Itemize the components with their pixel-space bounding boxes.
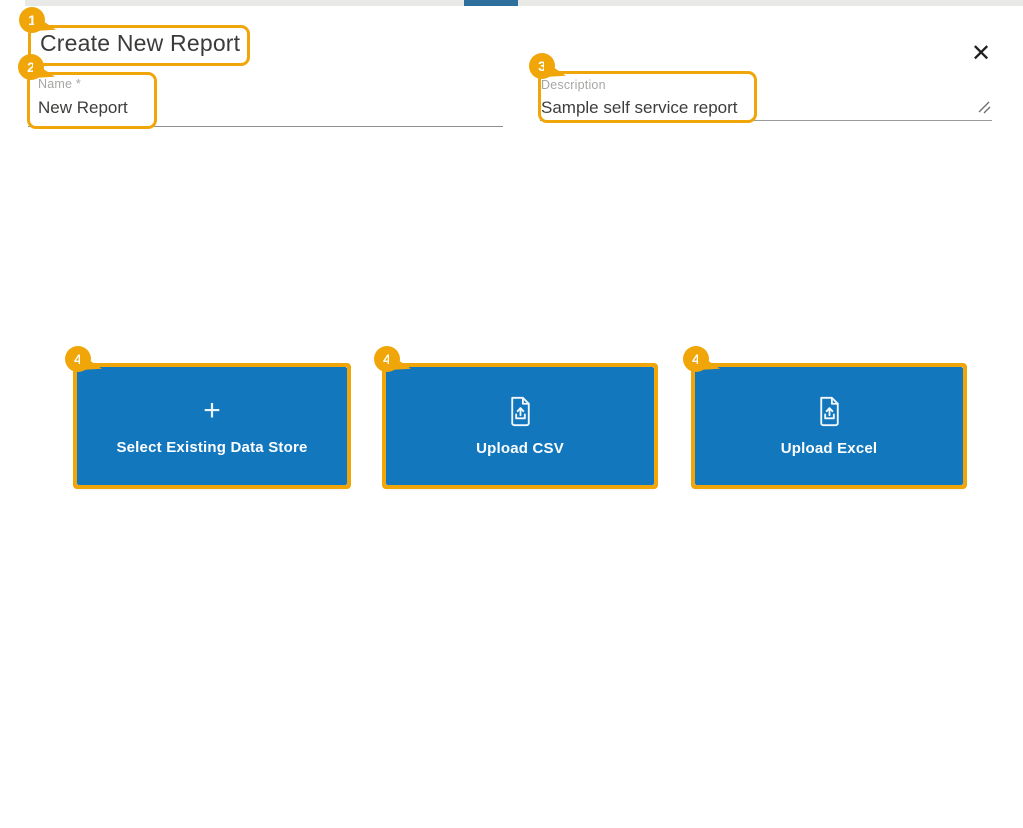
description-input[interactable]: Sample self service report bbox=[541, 98, 738, 117]
page-top-bar bbox=[25, 0, 1023, 6]
upload-csv-button[interactable]: Upload CSV bbox=[386, 367, 654, 485]
select-existing-data-store-button[interactable]: + Select Existing Data Store bbox=[77, 367, 347, 485]
annotation-badge: 3 bbox=[529, 53, 555, 79]
dialog-title: Create New Report bbox=[40, 30, 241, 56]
close-icon[interactable]: ✕ bbox=[964, 36, 998, 70]
description-input-underline bbox=[540, 120, 992, 121]
description-field-label: Description bbox=[541, 78, 606, 92]
upload-excel-label: Upload Excel bbox=[780, 439, 878, 457]
plus-icon: + bbox=[203, 394, 221, 427]
file-upload-icon bbox=[819, 396, 839, 426]
active-tab-indicator bbox=[464, 0, 518, 6]
name-input[interactable]: New Report bbox=[38, 98, 128, 117]
textarea-resize-handle-icon[interactable] bbox=[977, 100, 991, 114]
select-existing-data-store-label: Select Existing Data Store bbox=[116, 439, 308, 456]
upload-csv-label: Upload CSV bbox=[476, 439, 564, 457]
upload-excel-button[interactable]: Upload Excel bbox=[695, 367, 963, 485]
name-input-underline bbox=[28, 126, 503, 127]
file-upload-icon bbox=[510, 396, 530, 426]
name-field-label: Name * bbox=[38, 77, 81, 91]
